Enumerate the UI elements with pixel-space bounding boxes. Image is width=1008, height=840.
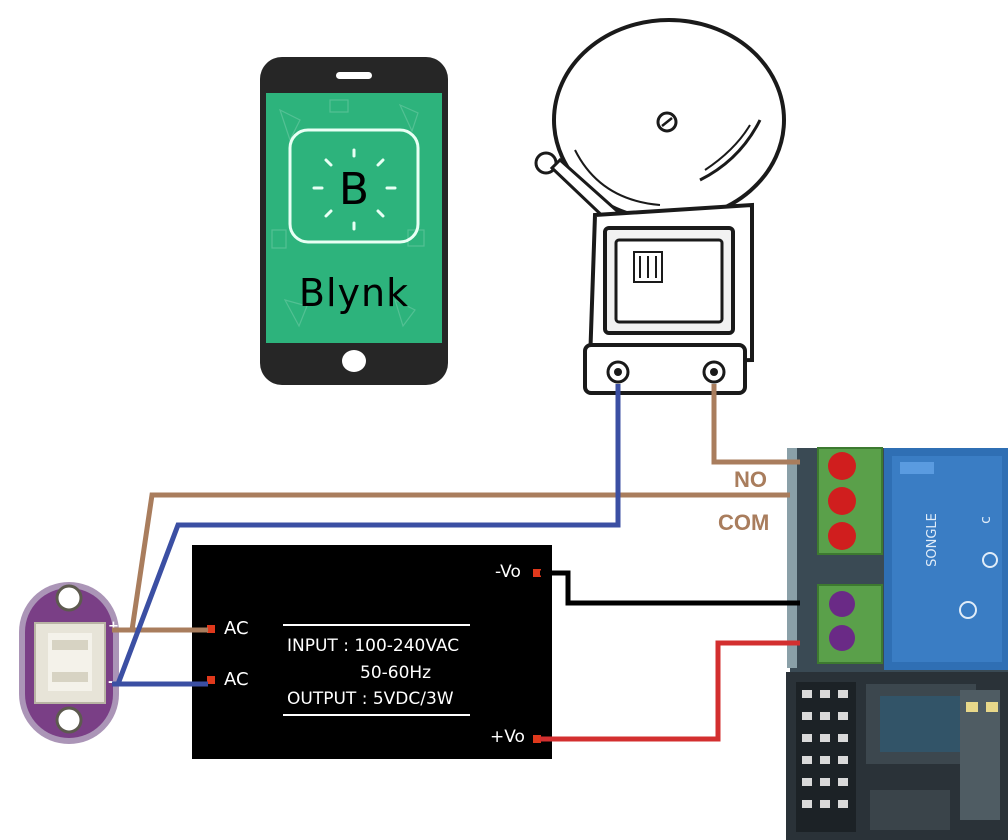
wires [112,384,800,742]
blynk-app-name: Blynk [299,271,409,315]
smartphone: B Blynk [260,57,448,385]
psu-neg-out-label: -Vo [495,562,521,582]
psu-ac-label-2: AC [224,669,249,690]
psu-pin-pos-out [533,735,541,743]
relay-brand-mark: SONGLE [925,513,940,567]
sensor-mount-hole-top [55,584,83,612]
psu-body [192,545,552,759]
blynk-logo-letter: B [339,164,369,215]
sensor-minus-mark: - [108,675,113,690]
wire-red-vcc [540,640,800,742]
phone-speaker [336,72,372,79]
power-supply [192,545,552,759]
sensor-mount-hole-bottom [55,706,83,734]
psu-pin-ac-2 [207,676,215,684]
relay-module: SONGLE c [786,447,1008,840]
psu-frequency-spec: 50-60Hz [360,663,432,683]
psu-output-spec: OUTPUT : 5VDC/3W [287,689,454,709]
terminal-com-screw [828,487,856,515]
svg-text:c: c [978,516,994,524]
terminal-gnd-screw [829,591,855,617]
sensor-plus-mark: + [108,619,119,634]
sun-rays-icon [312,148,397,231]
wire-brown-no [711,384,800,465]
relay-com-label: COM [718,510,770,535]
psu-pos-out-label: +Vo [490,727,525,747]
blynk-logo-frame [288,128,420,244]
phone-home-button [342,350,366,372]
psu-pin-neg-out [533,569,541,577]
electric-bell [534,18,786,395]
wire-black-gnd [540,570,800,606]
terminal-vcc-screw [829,625,855,651]
psu-input-spec: INPUT : 100-240VAC [287,636,460,656]
psu-ac-label-1: AC [224,618,249,639]
terminal-nc-screw [828,522,856,550]
psu-pin-ac-1 [207,625,215,633]
sensor-board: + - [19,582,119,744]
relay-no-label: NO [734,467,767,492]
terminal-no-screw [828,452,856,480]
